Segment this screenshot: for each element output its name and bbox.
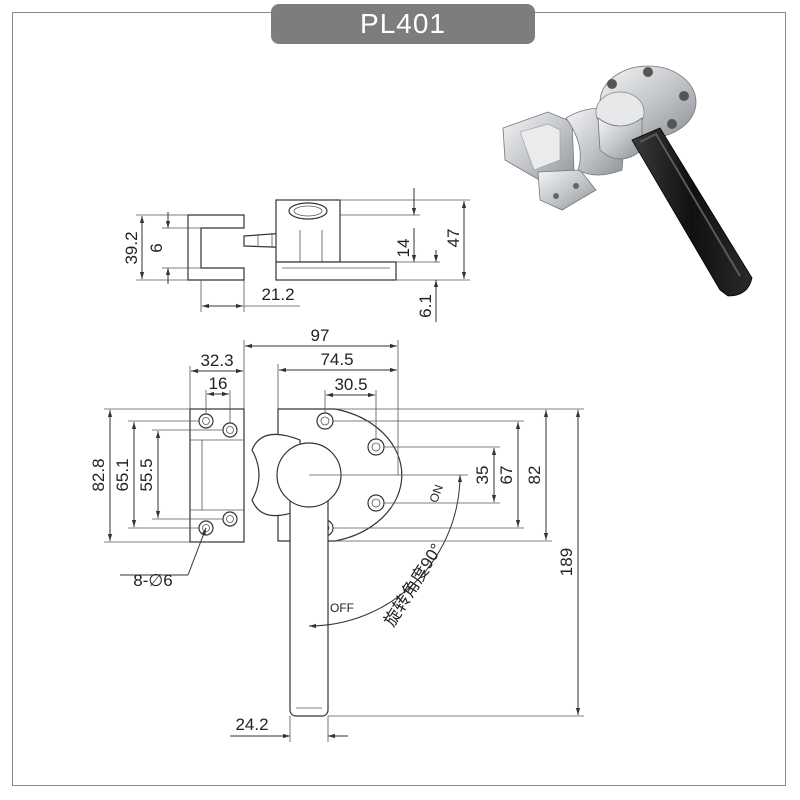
dim-47: 47 bbox=[444, 229, 463, 248]
dim-39-2: 39.2 bbox=[122, 231, 141, 264]
dim-74-5: 74.5 bbox=[320, 350, 353, 369]
side-view: 39.2 6 21.2 14 47 6.1 bbox=[122, 188, 470, 322]
dim-6: 6 bbox=[147, 243, 166, 252]
side-hub-slot bbox=[288, 202, 328, 220]
dim-14: 14 bbox=[394, 239, 413, 258]
dim-32-3: 32.3 bbox=[200, 351, 233, 370]
dim-24-2: 24.2 bbox=[235, 715, 268, 734]
label-off: OFF bbox=[330, 601, 354, 615]
side-keeper bbox=[187, 214, 245, 281]
dim-67: 67 bbox=[497, 466, 516, 485]
product-title: PL401 bbox=[271, 4, 535, 44]
label-rotation: 旋转角度90° bbox=[380, 540, 446, 630]
dim-55-5: 55.5 bbox=[137, 458, 156, 491]
rotation-arc bbox=[308, 474, 463, 629]
dim-30-5: 30.5 bbox=[334, 375, 367, 394]
dim-65-1: 65.1 bbox=[113, 458, 132, 491]
dim-6-1: 6.1 bbox=[416, 294, 435, 318]
side-base bbox=[275, 261, 397, 281]
dim-82: 82 bbox=[525, 466, 544, 485]
dim-holes-note: 8-∅6 bbox=[133, 571, 172, 590]
dim-97: 97 bbox=[311, 326, 330, 345]
dim-189: 189 bbox=[557, 548, 576, 576]
dim-16: 16 bbox=[209, 374, 228, 393]
dim-82-8: 82.8 bbox=[89, 458, 108, 491]
dim-21-2: 21.2 bbox=[261, 285, 294, 304]
dim-35: 35 bbox=[473, 466, 492, 485]
latch-product-photo bbox=[502, 65, 753, 297]
label-on: ON bbox=[427, 483, 446, 505]
top-view: ON OFF 旋转角度90° 97 74.5 30.5 32.3 16 82.8 bbox=[89, 326, 584, 742]
